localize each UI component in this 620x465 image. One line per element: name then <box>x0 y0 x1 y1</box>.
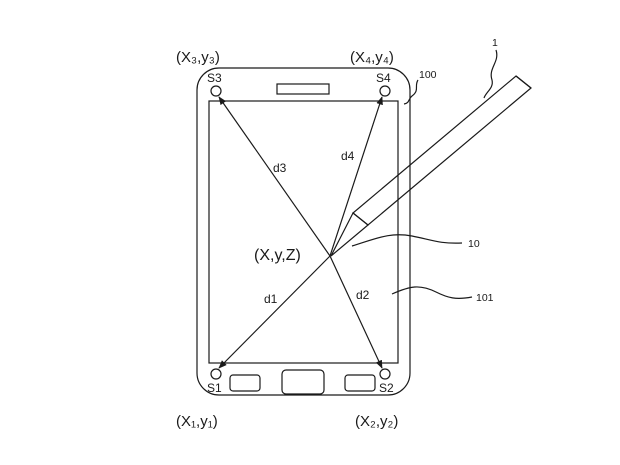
pen-position-label: (X,y,Z) <box>254 247 301 264</box>
coord-label-top-left: (X₃,y₃) <box>176 49 220 66</box>
distance-arrow-d4 <box>329 96 383 257</box>
distance-label-d3: d3 <box>273 161 287 175</box>
sensor-label-s1: S1 <box>207 381 222 395</box>
sensor-s4-marker <box>379 85 391 97</box>
stylus-pen <box>330 75 532 257</box>
leader-line-pen-tip <box>351 234 463 247</box>
speaker-slot <box>276 83 330 95</box>
ref-numeral-pen: 1 <box>492 37 498 49</box>
sensor-label-s2: S2 <box>379 381 394 395</box>
distance-arrow-d1 <box>218 255 331 369</box>
touch-screen <box>208 100 399 364</box>
menu-button <box>229 374 261 392</box>
leader-line-device <box>403 79 419 105</box>
back-button <box>344 374 376 392</box>
ref-numeral-pen-tip: 10 <box>468 238 480 250</box>
coord-label-bottom-left: (X₁,y₁) <box>176 413 218 430</box>
distance-label-d1: d1 <box>264 292 278 306</box>
distance-label-d2: d2 <box>356 288 370 302</box>
distance-arrow-d2 <box>329 255 383 369</box>
leader-line-screen <box>391 286 473 299</box>
sensor-label-s4: S4 <box>376 71 391 85</box>
sensor-s2-marker <box>379 368 391 380</box>
sensor-s3-marker <box>210 85 222 97</box>
ref-numeral-screen: 101 <box>476 292 494 304</box>
home-button <box>281 369 325 395</box>
sensor-s1-marker <box>210 368 222 380</box>
sensor-label-s3: S3 <box>207 71 222 85</box>
distance-arrow-d3 <box>218 96 331 257</box>
leader-line-pen <box>483 49 498 99</box>
ref-numeral-device: 100 <box>419 69 437 81</box>
coord-label-top-right: (X₄,y₄) <box>350 49 394 66</box>
distance-label-d4: d4 <box>341 149 355 163</box>
coord-label-bottom-right: (X₂,y₂) <box>355 413 398 430</box>
device-body <box>196 67 411 396</box>
